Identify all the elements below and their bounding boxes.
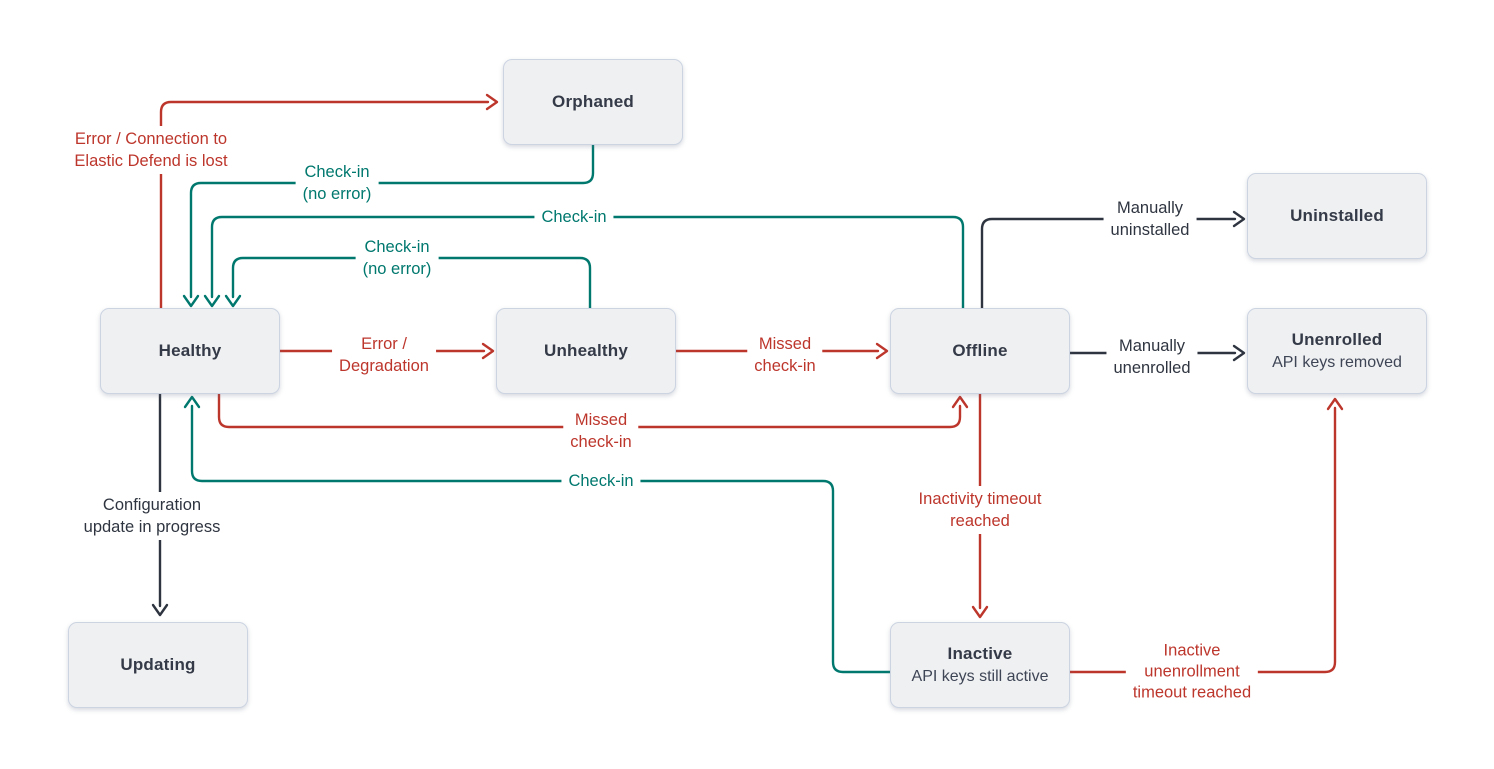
node-uninstalled: Uninstalled	[1247, 173, 1427, 259]
edge-inactive-to-unenrolled	[1068, 397, 1344, 674]
edge-label-inactivity-timeout: Inactivity timeout reached	[911, 486, 1049, 534]
node-inactive-subtitle: API keys still active	[911, 668, 1049, 685]
node-unenrolled-title: Unenrolled	[1291, 330, 1383, 349]
edge-label-error-connection: Error / Connection to Elastic Defend is …	[67, 126, 235, 174]
edge-label-manually-unenrolled: Manually unenrolled	[1106, 333, 1198, 381]
edge-orphaned-to-healthy	[182, 143, 595, 308]
node-unhealthy-title: Unhealthy	[544, 341, 628, 360]
edge-label-missed-checkin-healthy: Missed check-in	[563, 407, 639, 455]
edge-label-error-degradation: Error / Degradation	[332, 331, 436, 379]
edge-label-checkin-offline: Check-in	[534, 204, 614, 230]
node-inactive-title: Inactive	[947, 644, 1013, 663]
node-unenrolled-subtitle: API keys removed	[1272, 354, 1402, 371]
edge-inactive-to-healthy	[183, 395, 894, 674]
node-inactive: Inactive API keys still active	[890, 622, 1070, 708]
node-offline-title: Offline	[952, 341, 1008, 360]
edge-healthy-to-orphaned	[159, 93, 499, 310]
node-healthy: Healthy	[100, 308, 280, 394]
edge-label-manually-uninstalled: Manually uninstalled	[1103, 195, 1197, 243]
edge-label-missed-checkin-unhealthy: Missed check-in	[747, 331, 823, 379]
edge-offline-to-healthy	[203, 215, 965, 310]
node-updating-title: Updating	[120, 655, 196, 674]
edge-label-inactive-unenrollment: Inactive unenrollment timeout reached	[1125, 638, 1259, 706]
node-unenrolled: Unenrolled API keys removed	[1247, 308, 1427, 394]
edge-offline-to-uninstalled	[980, 210, 1246, 310]
node-unhealthy: Unhealthy	[496, 308, 676, 394]
edge-label-checkin-no-error-orphaned: Check-in (no error)	[295, 159, 379, 207]
edge-label-configuration-update: Configuration update in progress	[76, 492, 228, 540]
node-offline: Offline	[890, 308, 1070, 394]
edge-label-checkin-inactive: Check-in	[561, 468, 641, 494]
node-orphaned-title: Orphaned	[552, 92, 634, 111]
node-updating: Updating	[68, 622, 248, 708]
edge-label-checkin-no-error-unhealthy: Check-in (no error)	[355, 234, 439, 282]
node-healthy-title: Healthy	[158, 341, 222, 360]
node-uninstalled-title: Uninstalled	[1290, 206, 1384, 225]
node-orphaned: Orphaned	[503, 59, 683, 145]
